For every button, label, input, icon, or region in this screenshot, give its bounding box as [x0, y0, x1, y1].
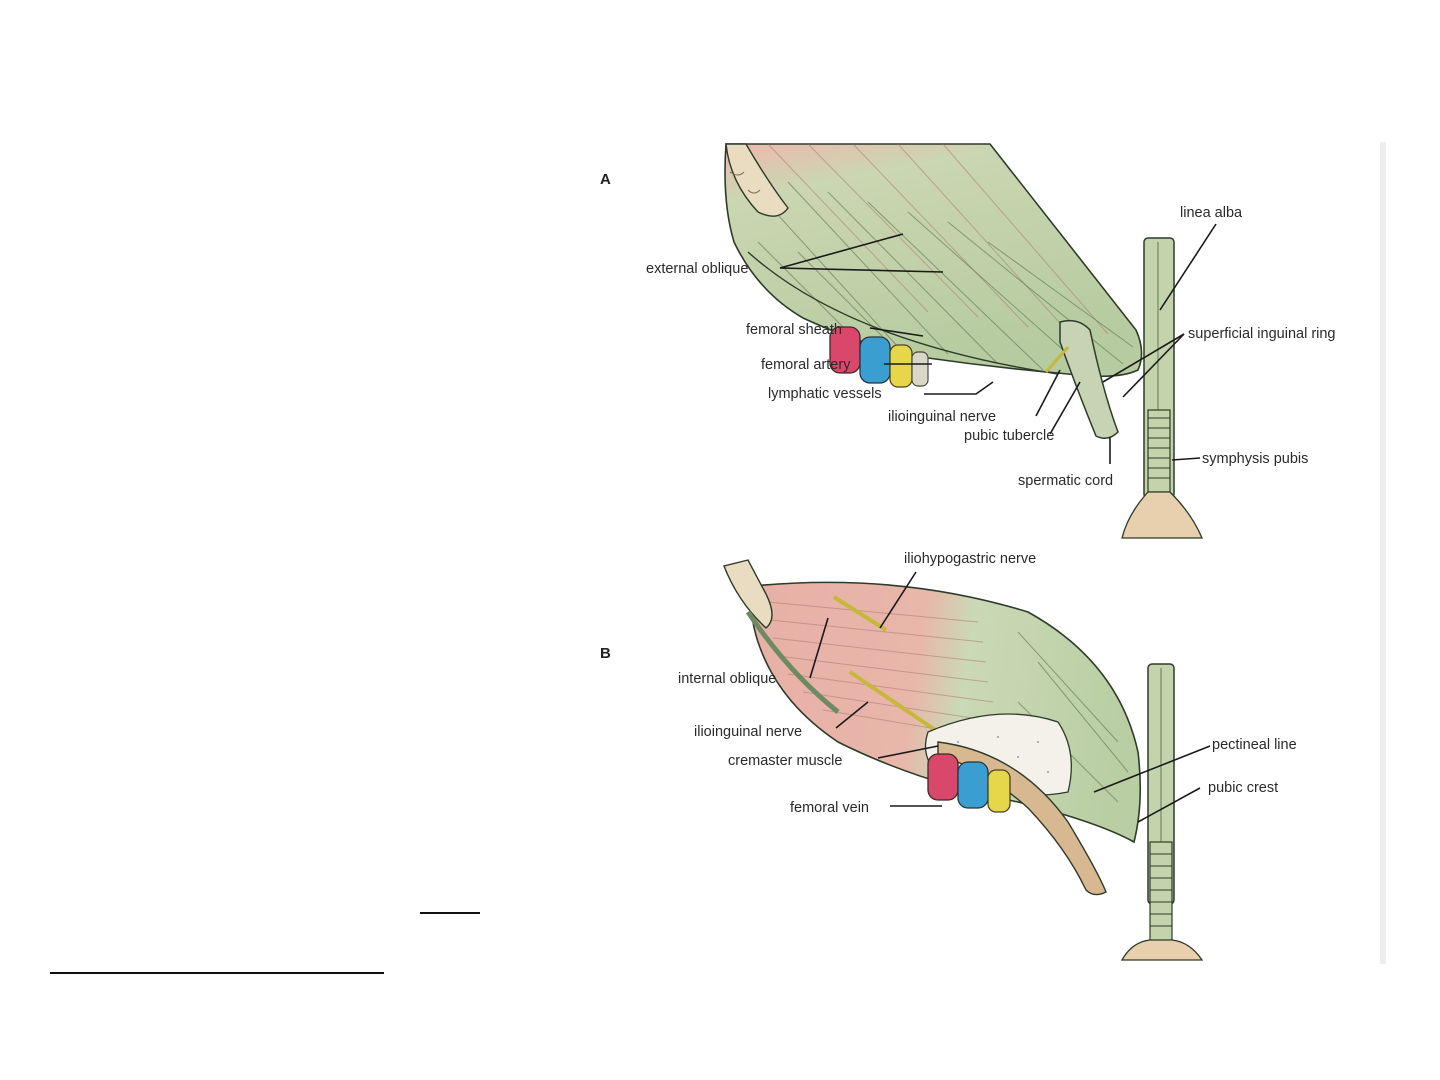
- panel-a-letter: A: [600, 171, 611, 188]
- anatomy-diagram-svg: A: [600, 142, 1386, 964]
- label-ilioinguinal-nerve-b: ilioinguinal nerve: [694, 724, 802, 740]
- label-ilioinguinal-nerve-a: ilioinguinal nerve: [888, 409, 996, 425]
- label-symphysis-pubis: symphysis pubis: [1202, 451, 1308, 467]
- inguinal-anatomy-figure: A: [598, 142, 1386, 964]
- label-pectineal-line: pectineal line: [1212, 737, 1297, 753]
- label-cremaster-muscle: cremaster muscle: [728, 753, 842, 769]
- label-femoral-artery: femoral artery: [761, 357, 851, 373]
- panel-b-leaders: [809, 571, 1211, 823]
- label-superficial-inguinal-ring: superficial inguinal ring: [1188, 326, 1336, 342]
- panel-a-leaders: [779, 223, 1217, 464]
- inguinal-ligament: [747, 251, 1059, 375]
- figure-edge: [1380, 142, 1386, 964]
- spermatic-cord-a: [1059, 319, 1119, 439]
- label-external-oblique: external oblique: [646, 261, 748, 277]
- ilioinguinal-nerve-b: [848, 670, 940, 734]
- external-oblique-strip: [745, 610, 840, 714]
- symphysis-pubis-b: [1120, 841, 1204, 961]
- label-spermatic-cord: spermatic cord: [1018, 473, 1113, 489]
- panel-b-letter: B: [600, 645, 611, 662]
- femoral-vessels-b: [927, 753, 1011, 813]
- external-oblique-muscle: [724, 143, 1143, 378]
- femoral-vessels-a: [829, 326, 929, 388]
- label-lymphatic-vessels: lymphatic vessels: [768, 386, 882, 402]
- underline-long: [50, 972, 384, 974]
- cut-edge-tissue-b: [723, 559, 773, 629]
- cut-edge-tissue: [725, 143, 789, 217]
- label-femoral-sheath: femoral sheath: [746, 322, 842, 338]
- label-pubic-tubercle: pubic tubercle: [964, 428, 1054, 444]
- label-linea-alba: linea alba: [1180, 205, 1243, 221]
- label-pubic-crest: pubic crest: [1208, 780, 1278, 796]
- underline-short: [420, 912, 480, 914]
- ilioinguinal-nerve-a: [1044, 346, 1070, 373]
- iliohypogastric-nerve-b: [832, 595, 888, 632]
- label-iliohypogastric-nerve: iliohypogastric nerve: [904, 551, 1036, 567]
- label-femoral-vein: femoral vein: [790, 800, 869, 816]
- symphysis-pubis-a: [1121, 409, 1203, 539]
- label-internal-oblique: internal oblique: [678, 671, 776, 687]
